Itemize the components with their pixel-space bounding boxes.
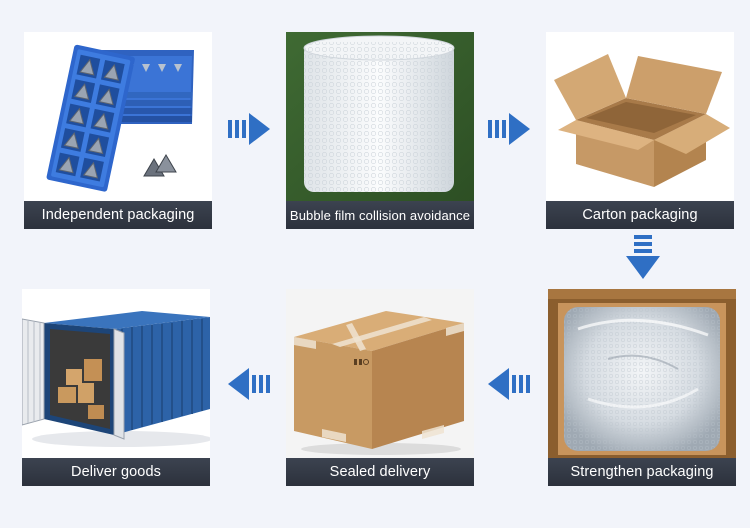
triple-bar-arrow-icon [227, 111, 271, 147]
step-card-carton-packaging: Carton packaging [546, 32, 734, 229]
shipping-container-image [22, 289, 210, 458]
insert-tray-image [24, 32, 212, 201]
bubble-wrap-roll-image [286, 32, 474, 201]
step-label: Deliver goods [22, 458, 210, 486]
step-card-bubble-film: Bubble film collision avoidance [286, 32, 474, 229]
step-label: Bubble film collision avoidance [286, 201, 474, 229]
triple-bar-arrow-icon [487, 366, 531, 402]
step-label: Sealed delivery [286, 458, 474, 486]
bubble-wrapped-box-image [548, 289, 736, 458]
triple-bar-arrow-icon [487, 111, 531, 147]
sealed-carton-image [286, 289, 474, 458]
step-card-deliver-goods: Deliver goods [22, 289, 210, 486]
step-card-sealed-delivery: Sealed delivery [286, 289, 474, 486]
triple-bar-arrow-icon [227, 366, 271, 402]
step-card-strengthen-packaging: Strengthen packaging [548, 289, 736, 486]
triple-bar-arrow-icon [624, 234, 662, 280]
open-carton-image [546, 32, 734, 201]
step-card-independent-packaging: Independent packaging [24, 32, 212, 229]
step-label: Strengthen packaging [548, 458, 736, 486]
step-label: Independent packaging [24, 201, 212, 229]
step-label: Carton packaging [546, 201, 734, 229]
